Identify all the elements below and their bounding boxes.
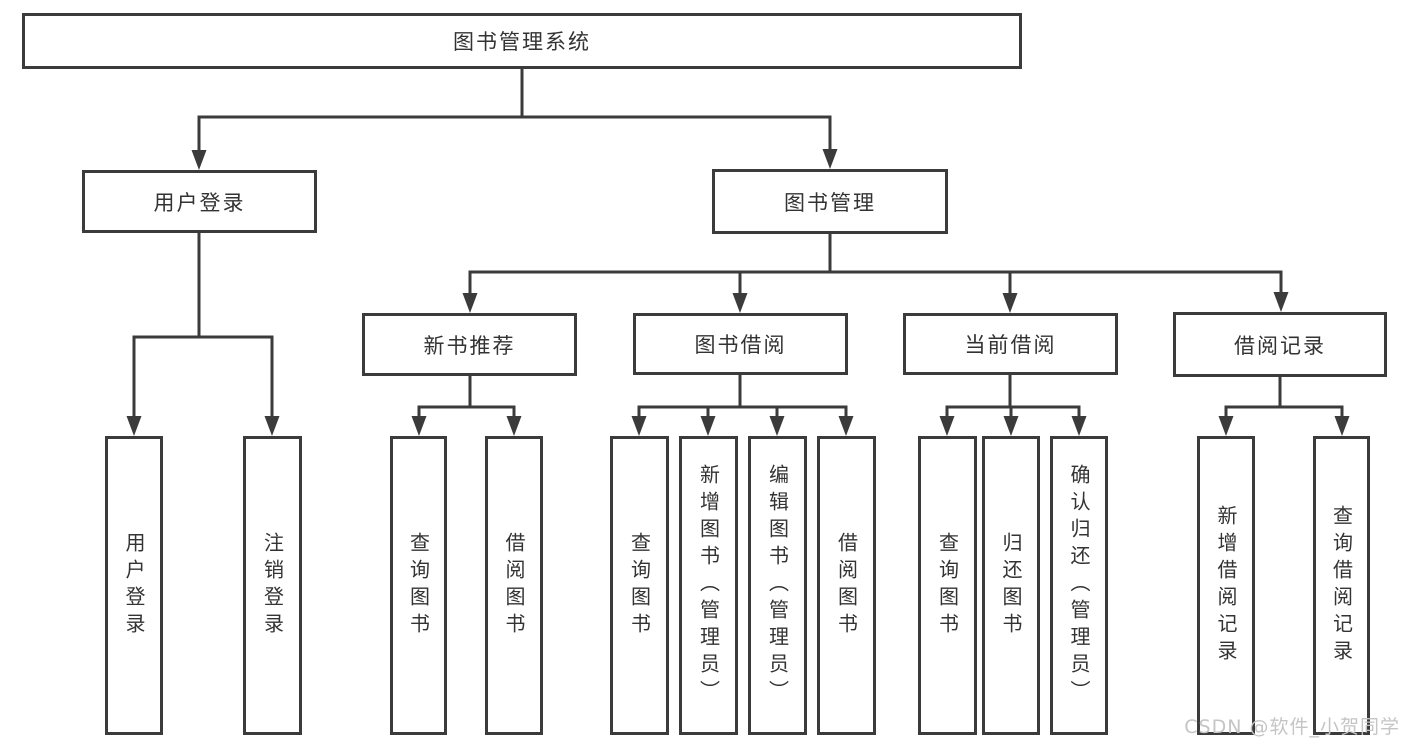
leaf-label: 查询图书 bbox=[627, 531, 652, 640]
arrow-icon bbox=[769, 416, 785, 436]
arrow-icon bbox=[1071, 416, 1087, 436]
arrow-icon bbox=[838, 416, 854, 436]
leaf-label: 查询图书 bbox=[406, 531, 431, 640]
watermark: CSDN @软件_小贺同学 bbox=[1184, 716, 1400, 738]
arrowheads bbox=[126, 149, 1350, 436]
leaf-user-login: 用户登录 bbox=[105, 436, 163, 735]
arrow-icon bbox=[1334, 416, 1350, 436]
arrow-icon bbox=[631, 416, 647, 436]
node-book-management: 图书管理 bbox=[712, 169, 948, 234]
node-current-borrow: 当前借阅 bbox=[903, 313, 1118, 375]
leaf-label: 查询借阅记录 bbox=[1329, 504, 1354, 667]
leaf-edit-book-admin: 编辑图书（管理员） bbox=[748, 436, 807, 735]
leaf-borrow-book: 借阅图书 bbox=[817, 436, 876, 735]
arrow-icon bbox=[264, 416, 280, 436]
leaf-label: 查询图书 bbox=[935, 531, 960, 640]
leaf-query-book-recommend: 查询图书 bbox=[390, 436, 447, 735]
leaf-add-borrow-record: 新增借阅记录 bbox=[1197, 436, 1255, 735]
arrow-icon bbox=[700, 416, 716, 436]
leaf-borrow-book-recommend: 借阅图书 bbox=[485, 436, 543, 735]
arrow-icon bbox=[1002, 293, 1018, 313]
leaf-confirm-return-admin: 确认归还（管理员） bbox=[1050, 436, 1108, 735]
connector-stems bbox=[132, 67, 1344, 424]
node-new-book-recommend: 新书推荐 bbox=[362, 313, 577, 376]
leaf-label: 编辑图书（管理员） bbox=[765, 464, 790, 707]
arrow-icon bbox=[462, 293, 478, 313]
node-book-borrow: 图书借阅 bbox=[633, 313, 848, 375]
leaf-return-book: 归还图书 bbox=[982, 436, 1040, 735]
leaf-label: 借阅图书 bbox=[502, 531, 526, 640]
arrow-icon bbox=[732, 293, 748, 313]
arrow-icon bbox=[126, 416, 142, 436]
leaf-label: 新增借阅记录 bbox=[1214, 504, 1238, 667]
leaf-query-book-current: 查询图书 bbox=[918, 436, 977, 735]
leaf-label: 借阅图书 bbox=[834, 531, 859, 640]
arrow-icon bbox=[1273, 292, 1289, 312]
arrow-icon bbox=[506, 416, 522, 436]
node-borrow-records: 借阅记录 bbox=[1173, 312, 1387, 377]
node-library-system: 图书管理系统 bbox=[22, 13, 1022, 69]
leaf-query-borrow-record: 查询借阅记录 bbox=[1313, 436, 1370, 735]
leaf-label: 注销登录 bbox=[260, 531, 285, 640]
arrow-icon bbox=[1003, 416, 1019, 436]
leaf-query-book-borrow: 查询图书 bbox=[610, 436, 669, 735]
leaf-logout: 注销登录 bbox=[243, 436, 302, 735]
leaf-label: 用户登录 bbox=[122, 531, 146, 640]
arrow-icon bbox=[1218, 416, 1234, 436]
node-user-login: 用户登录 bbox=[82, 170, 317, 233]
arrow-icon bbox=[191, 150, 207, 170]
arrow-icon bbox=[411, 416, 427, 436]
arrow-icon bbox=[822, 149, 838, 169]
arrow-icon bbox=[939, 416, 955, 436]
leaf-add-book-admin: 新增图书（管理员） bbox=[679, 436, 738, 735]
leaf-label: 确认归还（管理员） bbox=[1067, 464, 1091, 707]
leaf-label: 新增图书（管理员） bbox=[696, 464, 721, 707]
leaf-label: 归还图书 bbox=[999, 531, 1023, 640]
